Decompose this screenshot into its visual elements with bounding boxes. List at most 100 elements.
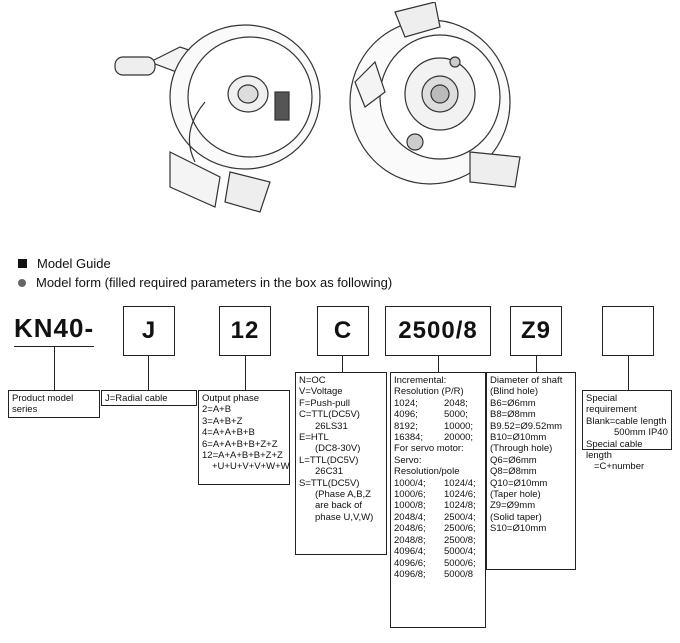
connector-line bbox=[245, 356, 246, 390]
model-form-heading: Model form (filled required parameters i… bbox=[18, 275, 392, 290]
resolution-value: 2048; bbox=[444, 397, 468, 409]
servo-value: 2048/4; bbox=[394, 511, 426, 523]
desc-output-type-line: V=Voltage bbox=[299, 386, 343, 398]
servo-value: 1024/8; bbox=[444, 500, 476, 512]
connector-line bbox=[342, 356, 343, 372]
desc-output-phase-line: +U+U+V+V+W+W bbox=[212, 461, 290, 473]
model-guide-heading: Model Guide bbox=[18, 256, 111, 271]
square-bullet-icon bbox=[18, 259, 27, 268]
resolution-value: 20000; bbox=[444, 432, 474, 444]
servo-value: 1000/6; bbox=[394, 489, 426, 501]
resolution-servo-grid: 1000/4; 1024/4; 1000/6; 1024/6; 1000/8; 102… bbox=[394, 478, 482, 581]
model-guide-title: Model Guide bbox=[37, 256, 111, 271]
resolution-value: 8192; bbox=[394, 420, 418, 432]
connector-line bbox=[148, 356, 149, 390]
desc-special-line: Special requirement bbox=[586, 393, 637, 416]
model-box-cable: J bbox=[123, 306, 175, 356]
desc-output-type-line: 26LS31 bbox=[315, 420, 348, 432]
desc-shaft-line: Q8=Ø8mm bbox=[490, 466, 537, 478]
desc-output-type-line: S=TTL(DC5V) bbox=[299, 477, 360, 489]
servo-value: 2048/8; bbox=[394, 534, 426, 546]
desc-output-phase-line: 12=A+A+B+B+Z+Z bbox=[202, 450, 283, 462]
desc-shaft-line: B10=Ø10mm bbox=[490, 432, 547, 444]
resolution-value: 4096; bbox=[394, 409, 418, 421]
servo-value: 1024/6; bbox=[444, 489, 476, 501]
desc-resolution-line: Servo: bbox=[394, 454, 422, 466]
desc-output-type-line: (DC8-30V) bbox=[315, 443, 361, 455]
desc-product: Product model series bbox=[8, 390, 100, 418]
encoder-left-drawing bbox=[114, 24, 321, 213]
desc-shaft-line: Diameter of shaft bbox=[490, 375, 563, 386]
desc-shaft-line: B6=Ø6mm bbox=[490, 397, 536, 409]
desc-output-type-line: L=TTL(DC5V) bbox=[299, 454, 359, 466]
resolution-incremental-grid: 1024;2048; 4096;5000; 8192;10000; 16384;… bbox=[394, 398, 482, 444]
desc-product-line1: Product model bbox=[12, 393, 74, 404]
desc-resolution: Incremental: Resolution (P/R) 1024; 2048;… bbox=[390, 372, 486, 628]
desc-output-phase: Output phase 2=A+B 3=A+B+Z 4=A+A+B+B 6=A… bbox=[198, 390, 290, 485]
model-prefix-underline bbox=[14, 346, 94, 347]
connector-line bbox=[536, 356, 537, 372]
desc-output-type-line: phase U,V,W) bbox=[315, 511, 374, 523]
desc-output-type-line: N=OC bbox=[299, 375, 326, 386]
desc-shaft-line: Q10=Ø10mm bbox=[490, 477, 548, 489]
model-box-resolution: 2500/8 bbox=[385, 306, 491, 356]
desc-output-type: N=OC V=Voltage F=Push-pull C=TTL(DC5V) 2… bbox=[295, 372, 387, 555]
desc-resolution-line: Resolution/pole bbox=[394, 466, 460, 478]
desc-special-line: Special cable length bbox=[586, 438, 643, 462]
model-box-output-phase: 12 bbox=[219, 306, 271, 356]
desc-shaft: Diameter of shaft (Blind hole) B6=Ø6mm B… bbox=[486, 372, 576, 570]
servo-value: 2500/6; bbox=[444, 523, 476, 535]
servo-value: 5000/4; bbox=[444, 546, 476, 558]
desc-output-type-line: (Phase A,B,Z bbox=[315, 489, 371, 501]
desc-shaft-line: B9.52=Ø9.52mm bbox=[490, 420, 563, 432]
servo-value: 4096/6; bbox=[394, 557, 426, 569]
desc-special-line: 500mm IP40 bbox=[614, 427, 668, 439]
desc-output-phase-line: 3=A+B+Z bbox=[202, 415, 243, 427]
desc-shaft-line: (Through hole) bbox=[490, 443, 553, 455]
desc-special: Special requirement Blank=cable length 5… bbox=[582, 390, 672, 472]
servo-value: 1000/4; bbox=[394, 477, 426, 489]
servo-value: 2500/8; bbox=[444, 534, 476, 546]
servo-value: 1000/8; bbox=[394, 500, 426, 512]
model-form-subtitle: Model form (filled required parameters i… bbox=[36, 275, 393, 290]
desc-output-type-line: are back of bbox=[315, 500, 362, 512]
encoder-illustration bbox=[114, 2, 521, 213]
desc-shaft-line: (Blind hole) bbox=[490, 386, 539, 398]
servo-value: 2048/6; bbox=[394, 523, 426, 535]
connector-line bbox=[438, 356, 439, 372]
desc-shaft-line: B8=Ø8mm bbox=[490, 409, 536, 421]
desc-special-line: Blank=cable length bbox=[586, 415, 667, 427]
model-box-special bbox=[602, 306, 654, 356]
desc-shaft-line: S10=Ø10mm bbox=[490, 523, 547, 535]
desc-output-phase-line: 4=A+A+B+B bbox=[202, 427, 255, 439]
resolution-value: 5000; bbox=[444, 409, 468, 421]
desc-resolution-line: Resolution (P/R) bbox=[394, 386, 464, 398]
desc-resolution-line: Incremental: bbox=[394, 375, 447, 386]
servo-value: 5000/6; bbox=[444, 557, 476, 569]
desc-special-line: =C+number bbox=[594, 461, 645, 473]
servo-value: 5000/8 bbox=[444, 568, 474, 580]
desc-output-type-line: 26C31 bbox=[315, 466, 343, 478]
resolution-value: 16384; bbox=[394, 432, 424, 444]
desc-output-phase-title: Output phase bbox=[202, 393, 260, 404]
model-box-output-type: C bbox=[317, 306, 369, 356]
encoder-right-drawing bbox=[349, 2, 521, 188]
model-prefix: KN40- bbox=[14, 313, 95, 343]
servo-value: 2500/4; bbox=[444, 511, 476, 523]
dot-bullet-icon bbox=[18, 278, 26, 287]
desc-resolution-line: For servo motor: bbox=[394, 443, 464, 455]
model-box-shaft: Z9 bbox=[510, 306, 562, 356]
connector-line bbox=[54, 347, 55, 390]
desc-shaft-line: (Solid taper) bbox=[490, 511, 542, 523]
servo-value: 4096/8; bbox=[394, 568, 426, 580]
desc-shaft-line: Q6=Ø6mm bbox=[490, 454, 537, 466]
connector-line bbox=[628, 356, 629, 390]
desc-radial: J=Radial cable bbox=[101, 390, 197, 406]
resolution-value: 1024; bbox=[394, 397, 418, 409]
desc-output-phase-line: 2=A+B bbox=[202, 404, 232, 416]
desc-radial-text: J=Radial cable bbox=[105, 393, 168, 404]
desc-output-phase-line: 6=A+A+B+B+Z+Z bbox=[202, 438, 278, 450]
desc-output-type-line: F=Push-pull bbox=[299, 397, 350, 409]
desc-shaft-line: (Taper hole) bbox=[490, 489, 541, 501]
servo-value: 1024/4; bbox=[444, 477, 476, 489]
